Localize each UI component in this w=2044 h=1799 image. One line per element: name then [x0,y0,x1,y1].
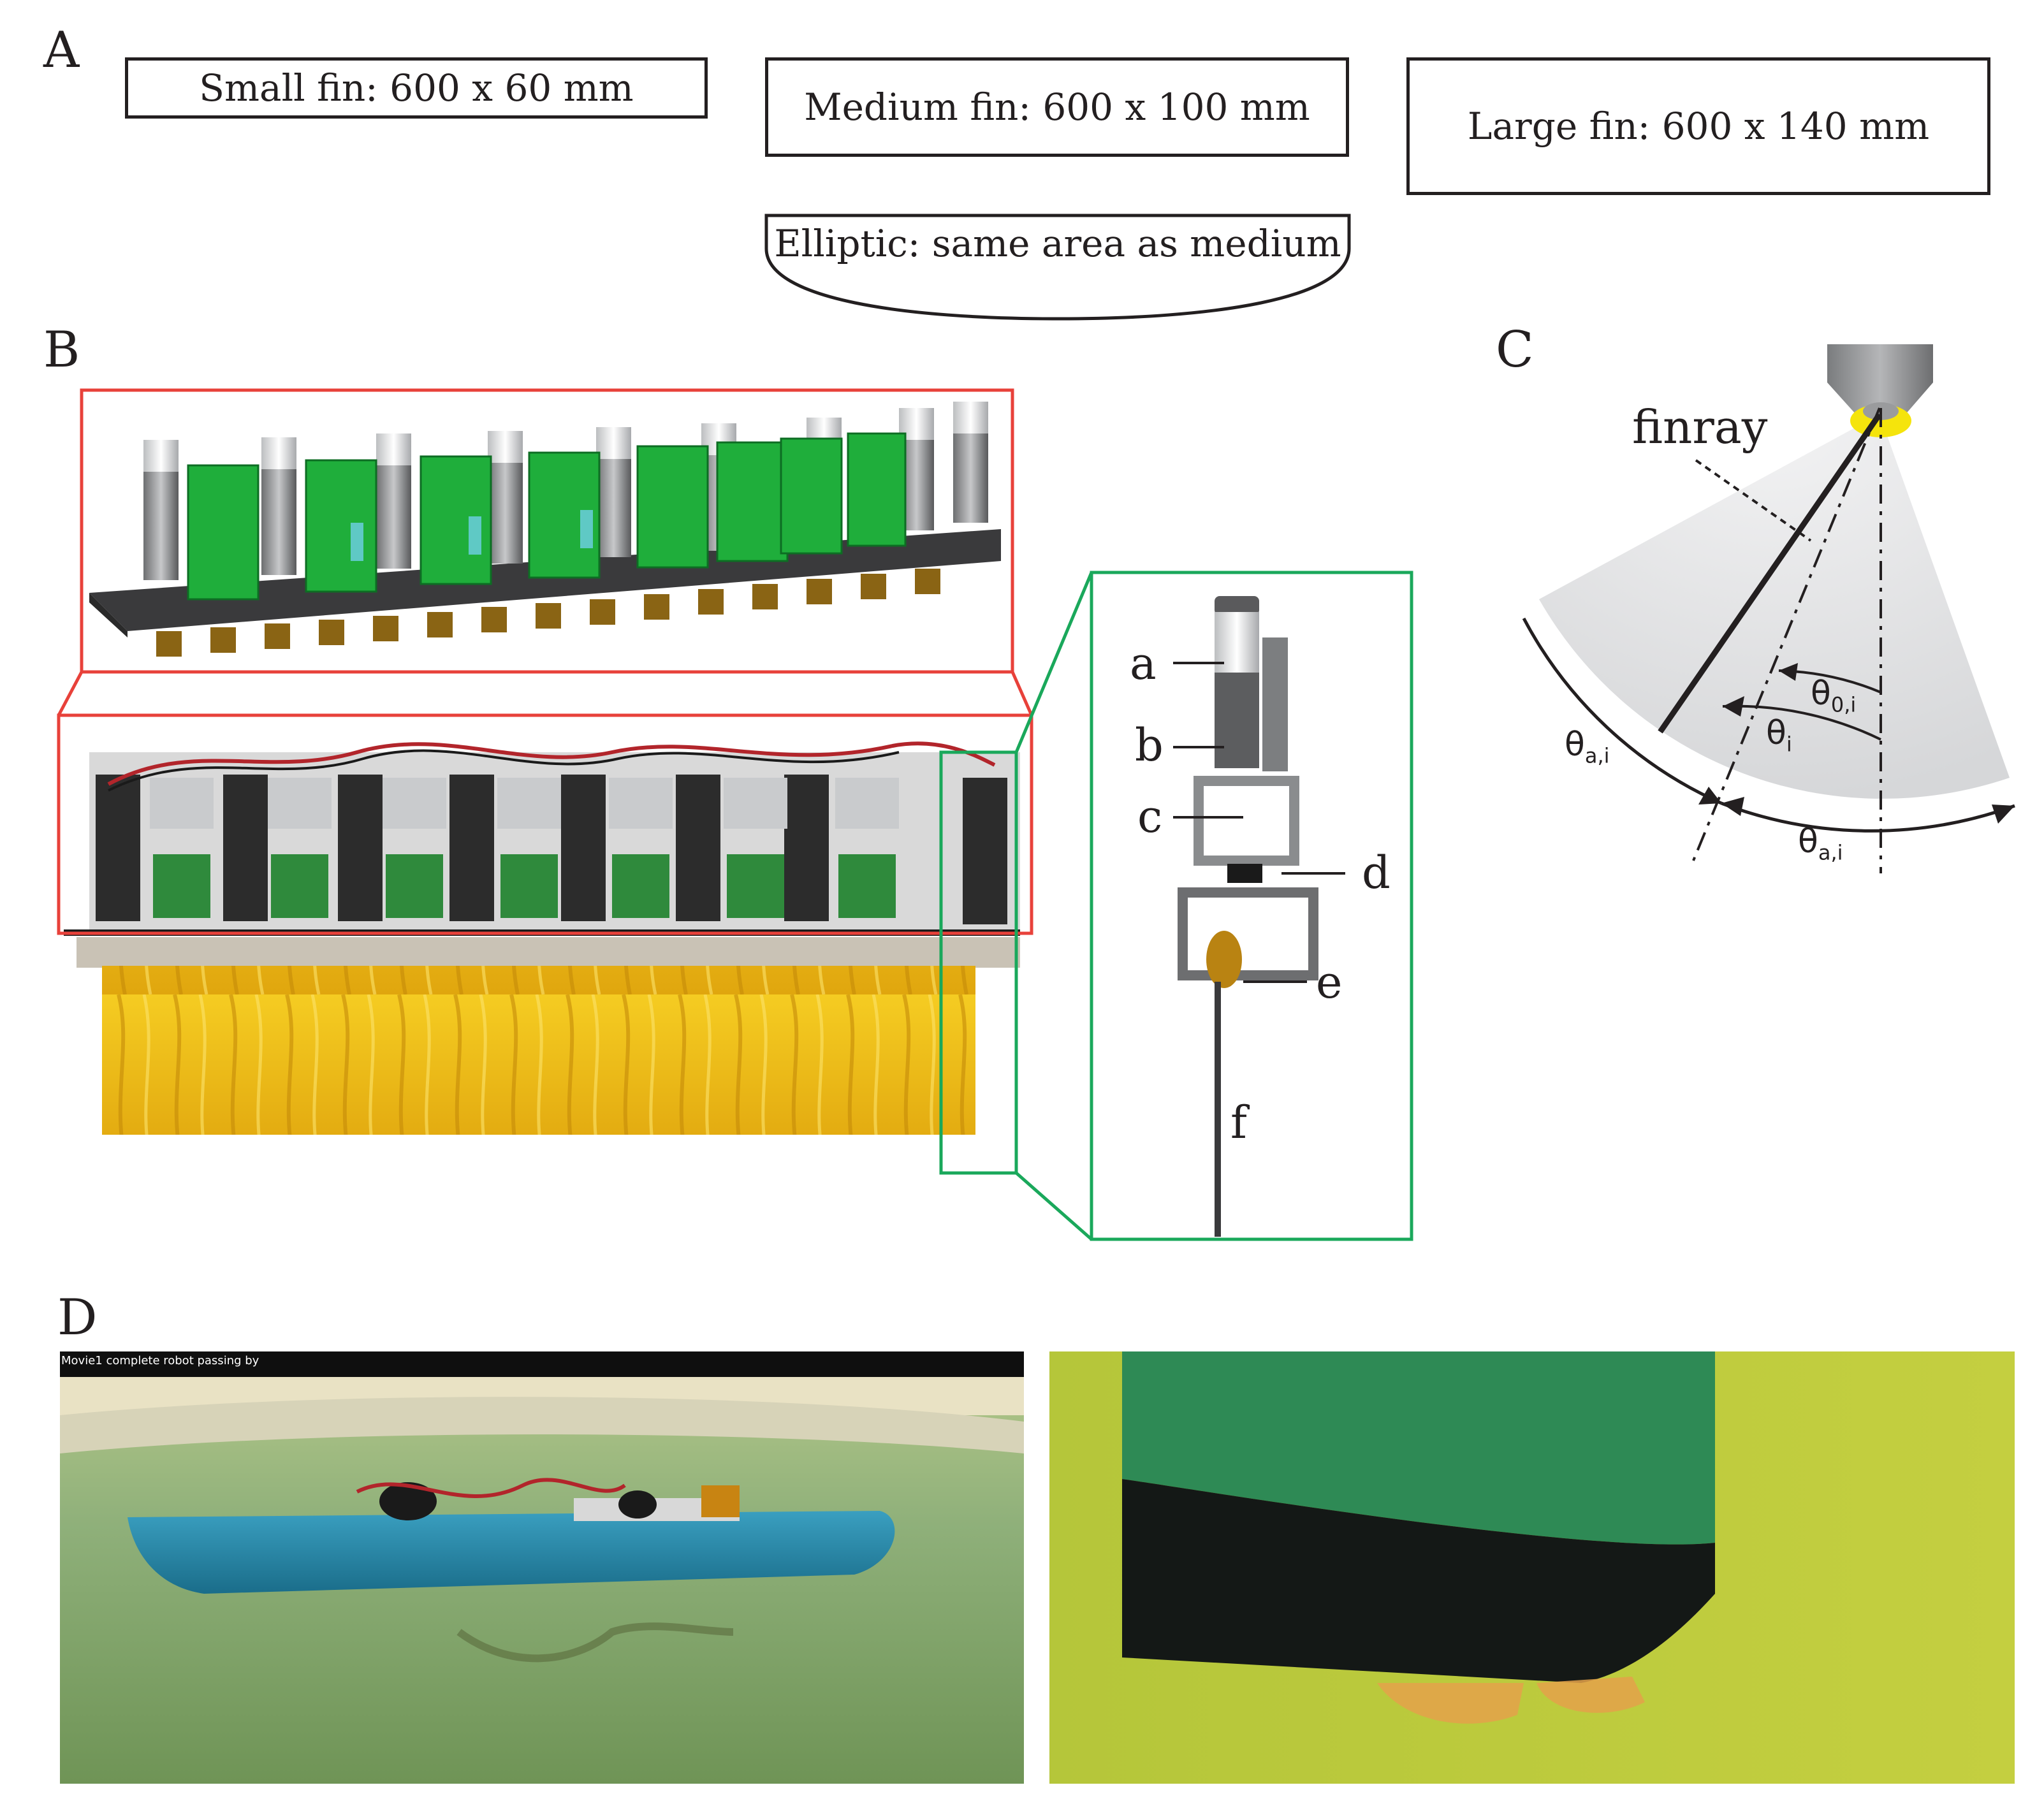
theta-a-bottom-label: θa,i [1798,822,1843,864]
component-label-d: d [1362,847,1391,899]
cad-pcb-row [187,432,907,601]
neutral-line [1692,407,1881,861]
elliptic-fin-label: Elliptic: same area as medium [774,222,1341,265]
stroke-sector [1539,414,2010,799]
theta-i-subscript: i [1786,732,1792,757]
finray-line [1658,412,1882,734]
underwater-video-frame [1049,1351,2015,1784]
theta-a-bottom-subscript: a,i [1818,840,1843,865]
component-label-f: f [1230,1096,1247,1149]
surface-video-frame [60,1351,1024,1784]
robot-photo [64,741,1020,1135]
medium-fin-label: Medium fin: 600 x 100 mm [804,85,1310,129]
theta-a-left-subscript: a,i [1584,743,1610,768]
finray-label: finray [1632,400,1768,454]
component-label-a: a [1130,637,1157,690]
theta-i-symbol: θ [1766,714,1786,752]
medium-fin-box: Medium fin: 600 x 100 mm [765,57,1349,157]
photo-render-box [57,713,1033,935]
theta-a-left-symbol: θ [1565,725,1585,764]
theta-0-symbol: θ [1811,674,1831,713]
theta-a-left-label: θa,i [1565,725,1610,768]
selected-finray-box [939,750,1018,1175]
theta-0-subscript: 0,i [1830,692,1857,717]
component-label-b: b [1135,719,1164,771]
cad-bracket-row [156,569,940,657]
small-fin-box: Small fin: 600 x 60 mm [125,57,708,119]
large-fin-label: Large fin: 600 x 140 mm [1467,105,1930,148]
panel-label-d: D [57,1289,98,1346]
video-caption: Movie1 complete robot passing by [61,1354,259,1367]
panel-label-c: C [1496,321,1534,379]
theta-i-label: θi [1766,714,1792,756]
component-label-e: e [1316,956,1343,1009]
small-fin-label: Small fin: 600 x 60 mm [199,66,634,110]
panel-label-b: B [43,321,80,379]
large-fin-box: Large fin: 600 x 140 mm [1406,57,1990,195]
theta-a-bottom-symbol: θ [1798,822,1818,861]
panel-label-a: A [43,22,80,79]
theta-0-label: θ0,i [1811,674,1856,717]
component-label-c: c [1137,790,1163,843]
actuator-render [1178,596,1318,1237]
